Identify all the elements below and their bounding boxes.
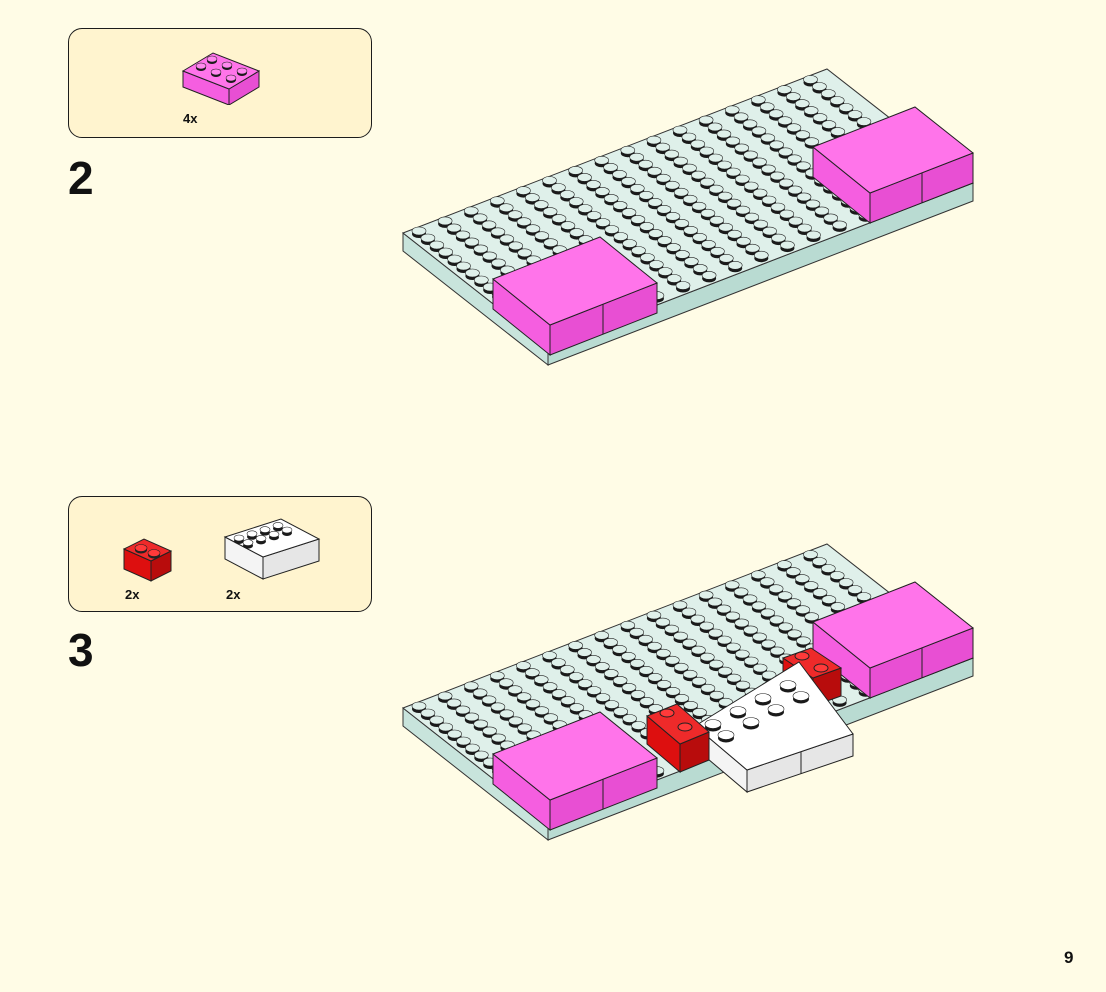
red-brick-front — [646, 703, 710, 774]
page-number: 9 — [1064, 948, 1074, 967]
pink-brick-2x3-icon — [181, 41, 263, 105]
step-number-2: 2 — [68, 152, 94, 204]
quantity-pink-brick: 4x — [183, 111, 198, 126]
white-brick-pair — [694, 661, 854, 794]
parts-list-step-3: 2x 2x — [68, 496, 372, 612]
quantity-white-brick: 2x — [226, 587, 241, 602]
pink-brick-front — [492, 236, 658, 357]
step-number-3: 3 — [68, 624, 94, 676]
quantity-red-brick: 2x — [125, 587, 140, 602]
pink-brick-back — [812, 581, 974, 700]
build-illustration-step-3 — [395, 530, 985, 855]
pink-brick-front — [492, 711, 658, 832]
pink-brick-back — [812, 106, 974, 225]
red-brick-1x2-icon — [121, 535, 177, 583]
parts-list-step-2: 4x — [68, 28, 372, 138]
build-illustration-step-2 — [395, 55, 985, 380]
white-brick-2x4-icon — [223, 511, 323, 583]
